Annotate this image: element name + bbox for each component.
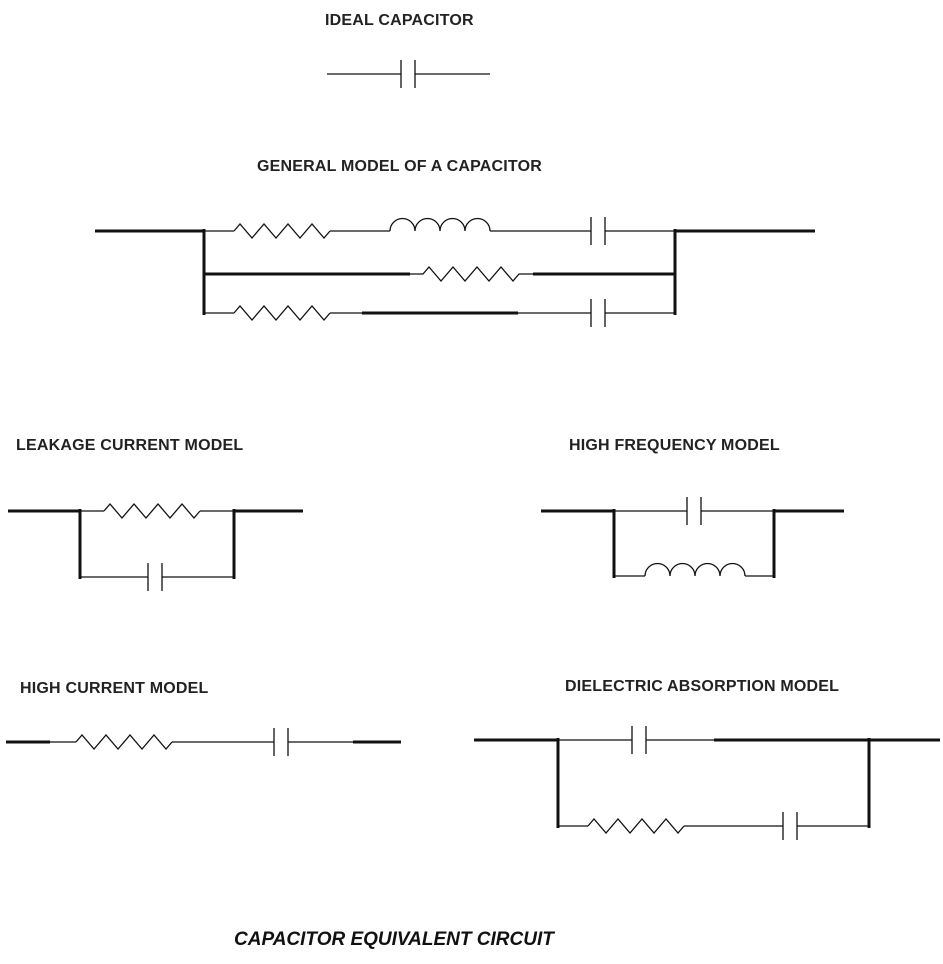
- leakage-current-circuit: [8, 503, 303, 591]
- capacitor-icon: [782, 812, 798, 840]
- capacitor-icon: [631, 726, 647, 754]
- leakage-current-model-title: LEAKAGE CURRENT MODEL: [16, 437, 244, 454]
- capacitor-icon: [147, 563, 163, 591]
- resistor-icon: [103, 503, 201, 519]
- resistor-icon: [233, 223, 331, 239]
- resistor-icon: [233, 305, 331, 321]
- resistor-icon: [75, 734, 173, 750]
- high-current-circuit: [6, 728, 401, 756]
- high-frequency-circuit: [541, 497, 844, 578]
- capacitor-icon: [273, 728, 289, 756]
- high-frequency-model-title: HIGH FREQUENCY MODEL: [569, 437, 780, 454]
- dielectric-absorption-model-title: DIELECTRIC ABSORPTION MODEL: [565, 678, 840, 695]
- resistor-icon: [410, 266, 533, 282]
- ideal-capacitor-circuit: [327, 60, 490, 88]
- capacitor-icon: [590, 217, 606, 245]
- high-current-model-title: HIGH CURRENT MODEL: [20, 680, 209, 697]
- capacitor-icon: [686, 497, 702, 525]
- general-model-circuit: [95, 217, 815, 327]
- inductor-icon: [644, 562, 746, 577]
- inductor-icon: [389, 217, 491, 232]
- diagram-caption: CAPACITOR EQUIVALENT CIRCUIT: [234, 929, 554, 950]
- resistor-icon: [587, 818, 685, 834]
- ideal-capacitor-title: IDEAL CAPACITOR: [325, 12, 474, 29]
- dielectric-absorption-circuit: [474, 726, 940, 840]
- capacitor-icon: [590, 299, 606, 327]
- general-model-title: GENERAL MODEL OF A CAPACITOR: [257, 158, 543, 175]
- capacitor-icon: [400, 60, 416, 88]
